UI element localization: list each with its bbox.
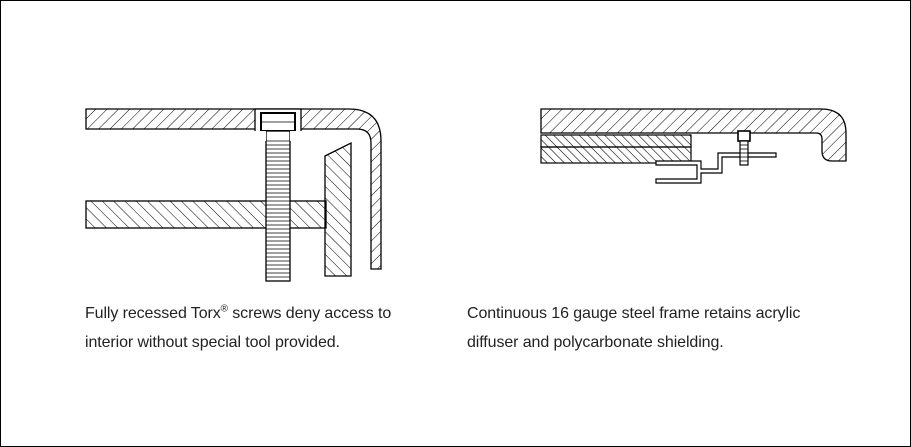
- steel-frame-retainer: [655, 152, 777, 184]
- frame-cover: [540, 108, 847, 162]
- registered-mark: ®: [220, 303, 228, 315]
- torx-screw-caption: Fully recessed Torx® screws deny access …: [85, 299, 445, 357]
- torx-caption-line1-start: Fully recessed Torx: [85, 305, 221, 322]
- side-wall: [324, 141, 352, 277]
- steel-frame-section-diagram: [540, 108, 847, 184]
- diffuser-layer: [540, 134, 692, 148]
- frame-screw-head: [737, 130, 751, 142]
- screw-threads: [266, 140, 290, 278]
- steel-frame-caption: Continuous 16 gauge steel frame retains …: [467, 299, 907, 357]
- screw-shank: [265, 130, 291, 282]
- torx-caption-line1-end: screws deny access to: [227, 305, 392, 322]
- torx-screw-section-diagram: [85, 108, 382, 282]
- frame-caption-line2: diffuser and polycarbonate shielding.: [467, 334, 724, 351]
- frame-caption-line1: Continuous 16 gauge steel frame retains …: [467, 305, 801, 322]
- torx-caption-line2: interior without special tool provided.: [85, 334, 340, 351]
- shielding-layer: [540, 146, 692, 164]
- cover-plate: [85, 108, 382, 270]
